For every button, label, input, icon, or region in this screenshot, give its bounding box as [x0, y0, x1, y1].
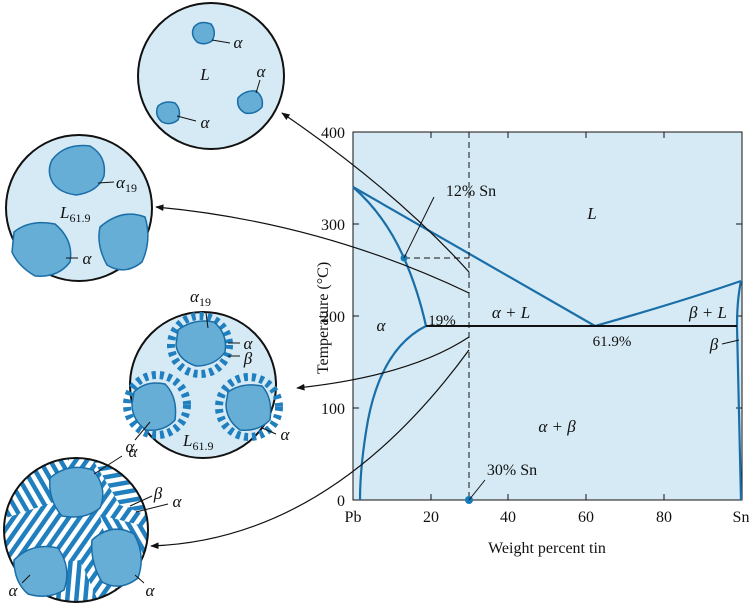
y-tick-label: 0 [337, 493, 345, 510]
c4-alpha-left-label: α [9, 581, 19, 600]
phase-diagram: 0 100 200 300 400 Temperature (°C) Pb 20… [315, 125, 749, 557]
y-tick-label: 100 [321, 401, 345, 418]
c4-alpha-lamella-label: α [173, 492, 183, 511]
c1-alpha-label: α [257, 62, 267, 81]
region-alpha: α [377, 316, 387, 335]
region-beta: β [709, 335, 719, 354]
c1-alpha-label: α [201, 113, 211, 132]
region-beta-liquid: β + L [688, 303, 727, 322]
y-axis-label: Temperature (°C) [315, 262, 332, 374]
c3-alpha19-label: α19 [190, 287, 211, 309]
c4-beta-label: β [153, 484, 163, 503]
c3-beta-lamella-label: β [243, 349, 253, 368]
region-alpha-beta: α + β [538, 417, 576, 436]
microstructure-alpha-liquid: α19 L61.9 α [6, 135, 152, 281]
y-tick-label: 300 [321, 217, 345, 234]
x-tick-label: 20 [423, 509, 439, 526]
region-alpha-liquid: α + L [492, 303, 530, 322]
microstructure-liquid: α L α α [138, 3, 284, 149]
plot-background [353, 132, 742, 500]
c2-alpha-label: α [83, 249, 93, 268]
c3-alpha-right-label: α [281, 425, 291, 444]
microstructure-eutectic-forming: α19 α β α α L61.9 [126, 287, 291, 458]
microstructure-alpha-eutectic: α β α α α [0, 442, 183, 605]
label-12-percent-sn: 12% Sn [446, 183, 496, 200]
label-30-percent-sn: 30% Sn [487, 462, 537, 479]
x-tick-label: Sn [733, 509, 750, 526]
region-liquid: L [586, 204, 596, 223]
label-19-percent: 19% [428, 313, 456, 329]
x-tick-label: 80 [656, 509, 672, 526]
c1-liquid-label: L [199, 65, 209, 84]
x-tick-label: 40 [500, 509, 516, 526]
x-tick-label: Pb [345, 509, 362, 526]
x-axis-label: Weight percent tin [488, 540, 606, 557]
c4-alpha-right-label: α [146, 581, 156, 600]
label-eutectic: 61.9% [593, 334, 632, 350]
c1-alpha-label: α [234, 33, 244, 52]
x-tick-label: 60 [578, 509, 594, 526]
c4-alpha-top-label: α [129, 442, 139, 461]
y-tick-label: 400 [321, 125, 345, 142]
